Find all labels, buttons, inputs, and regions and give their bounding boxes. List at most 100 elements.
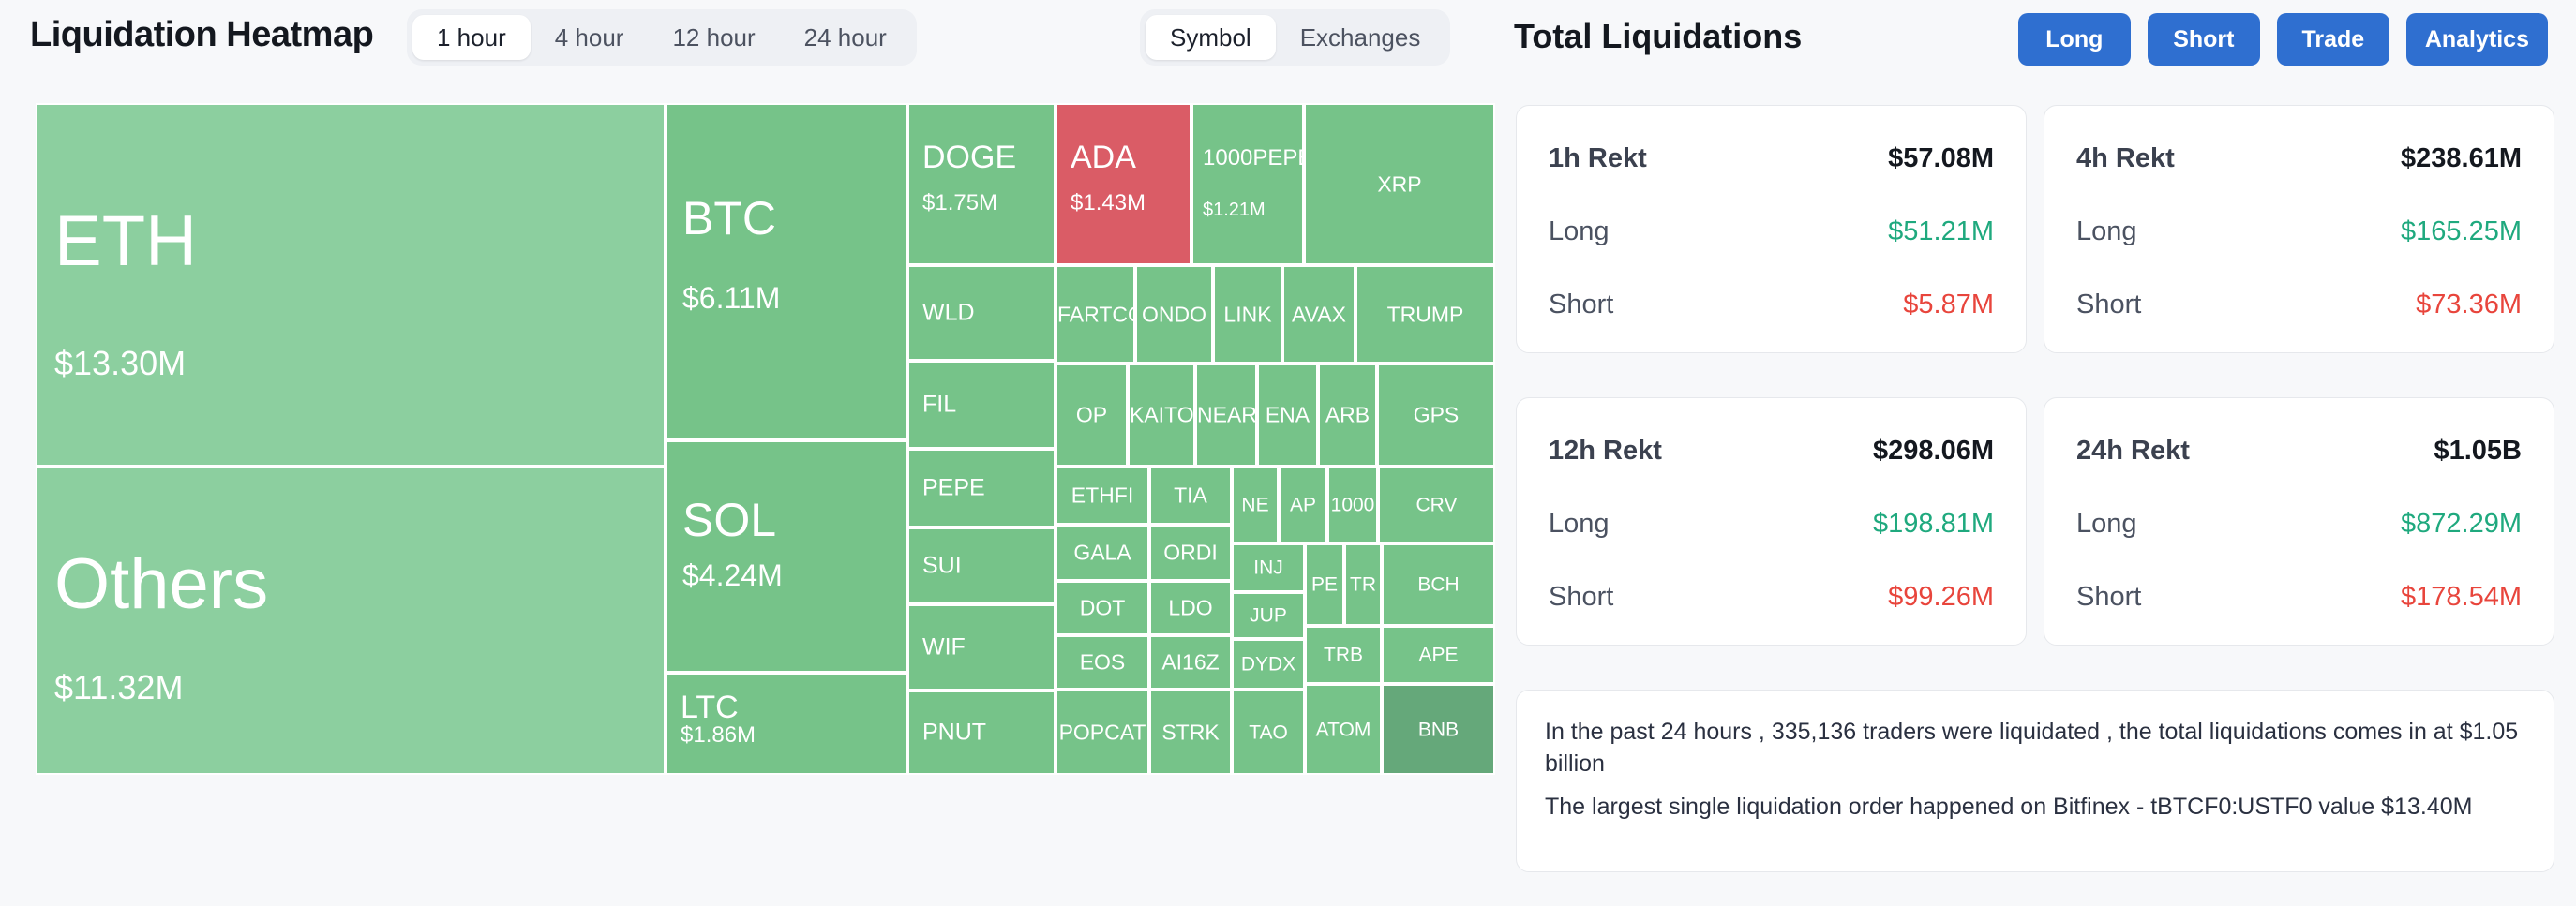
treemap-tile-fil[interactable]: FIL [907, 361, 1056, 449]
tile-symbol: TR [1350, 573, 1376, 596]
treemap-tile-xrp[interactable]: XRP [1304, 103, 1495, 265]
grouping-segmented-control[interactable]: Symbol Exchanges [1140, 9, 1451, 66]
treemap-tile-dydx[interactable]: DYDX [1232, 639, 1305, 690]
trade-button[interactable]: Trade [2276, 13, 2389, 66]
treemap-tile-btc[interactable]: BTC $6.11M [666, 103, 907, 440]
stat-long-label: Long [1549, 509, 1610, 539]
analytics-button[interactable]: Analytics [2405, 13, 2548, 66]
treemap-tile-eos[interactable]: EOS [1056, 635, 1149, 690]
treemap-tile-link[interactable]: LINK [1213, 265, 1282, 364]
treemap-tile-ape[interactable]: APE [1382, 626, 1495, 684]
stat-total-value: $298.06M [1873, 436, 1994, 466]
liquidation-treemap[interactable]: ETH $13.30M Others $11.32M BTC $6.11M SO… [36, 103, 1495, 775]
treemap-tile-near[interactable]: NEAR [1195, 364, 1257, 467]
tile-symbol: BNB [1417, 719, 1460, 740]
timeframe-tab-1-hour[interactable]: 1 hour [412, 15, 531, 60]
treemap-tile-atom[interactable]: ATOM [1305, 684, 1382, 775]
treemap-tile-ada[interactable]: ADA $1.43M [1056, 103, 1191, 265]
stat-total-row: 1h Rekt $57.08M [1549, 143, 1994, 174]
treemap-tile-inj[interactable]: INJ [1232, 543, 1305, 592]
stat-short-label: Short [2076, 290, 2142, 319]
stat-card-1h[interactable]: 1h Rekt $57.08M Long $51.21M Short $5.87… [1516, 105, 2027, 353]
treemap-tile-dot[interactable]: DOT [1056, 581, 1149, 635]
stat-card-24h[interactable]: 24h Rekt $1.05B Long $872.29M Short $178… [2044, 397, 2554, 646]
stat-total-value: $1.05B [2434, 436, 2522, 466]
stat-long-label: Long [2076, 216, 2137, 246]
tile-value: $6.11M [682, 281, 781, 316]
treemap-tile-ltc[interactable]: LTC $1.86M [666, 673, 907, 775]
timeframe-tab-4-hour[interactable]: 4 hour [554, 22, 624, 52]
tile-symbol: TAO [1249, 721, 1288, 743]
treemap-tile-trump[interactable]: TRUMP [1355, 265, 1495, 364]
treemap-tile-ordi[interactable]: ORDI [1149, 525, 1232, 581]
tile-symbol: PE [1310, 573, 1338, 596]
treemap-tile-sui[interactable]: SUI [907, 527, 1056, 604]
treemap-tile-gala[interactable]: GALA [1056, 525, 1149, 581]
treemap-tile-op[interactable]: OP [1056, 364, 1128, 467]
treemap-tile-eth[interactable]: ETH $13.30M [36, 103, 666, 467]
tile-symbol: ARB [1325, 402, 1370, 427]
tile-symbol: LINK [1223, 302, 1272, 326]
treemap-tile-jup[interactable]: JUP [1232, 592, 1305, 639]
treemap-tile-bnb[interactable]: BNB [1382, 684, 1495, 775]
treemap-tile-ai16z[interactable]: AI16Z [1149, 635, 1232, 690]
treemap-tile-avax[interactable]: AVAX [1282, 265, 1355, 364]
tile-symbol: FIL [922, 391, 957, 418]
treemap-tile-trb[interactable]: TRB [1305, 626, 1382, 684]
treemap-tile-wif[interactable]: WIF [907, 604, 1056, 691]
treemap-tile-bch[interactable]: BCH [1382, 543, 1495, 626]
tile-symbol: LDO [1168, 595, 1213, 620]
tile-value: $1.86M [681, 722, 756, 749]
timeframe-segmented-control[interactable]: 1 hour 4 hour 12 hour 24 hour [407, 9, 917, 66]
treemap-tile-sol[interactable]: SOL $4.24M [666, 440, 907, 673]
treemap-tile-ondo[interactable]: ONDO [1135, 265, 1213, 364]
treemap-tile-ap[interactable]: AP [1279, 467, 1327, 543]
tile-symbol: ETH [54, 201, 197, 281]
tile-symbol: XRP [1377, 171, 1422, 196]
treemap-tile-tia[interactable]: TIA [1149, 467, 1232, 525]
treemap-tile-crv[interactable]: CRV [1378, 467, 1495, 543]
treemap-tile-ldo[interactable]: LDO [1149, 581, 1232, 635]
treemap-tile-fartcoin[interactable]: FARTCOIN [1056, 265, 1135, 364]
tile-symbol: DOT [1079, 595, 1126, 620]
treemap-tile-popcat[interactable]: POPCAT [1056, 690, 1149, 775]
stat-short-row: Short $5.87M [1549, 290, 1994, 320]
summary-line-1: In the past 24 hours , 335,136 traders w… [1545, 719, 2519, 777]
stat-card-12h[interactable]: 12h Rekt $298.06M Long $198.81M Short $9… [1516, 397, 2027, 646]
tile-symbol: BCH [1417, 573, 1460, 596]
treemap-tile-gps[interactable]: GPS [1377, 364, 1495, 467]
treemap-tile-tr[interactable]: TR [1344, 543, 1382, 626]
long-button[interactable]: Long [2017, 13, 2131, 66]
stat-title: 12h Rekt [1549, 436, 1662, 466]
treemap-tile-pepe[interactable]: PEPE [907, 449, 1056, 527]
stat-short-label: Short [1549, 290, 1614, 319]
treemap-tile-ne[interactable]: NE [1232, 467, 1279, 543]
treemap-tile-doge[interactable]: DOGE $1.75M [907, 103, 1056, 265]
treemap-tile-others[interactable]: Others $11.32M [36, 467, 666, 775]
timeframe-tab-12-hour[interactable]: 12 hour [672, 22, 756, 52]
tile-symbol: WLD [922, 299, 975, 326]
stat-title: 4h Rekt [2076, 143, 2175, 173]
treemap-tile-1000[interactable]: 1000 [1327, 467, 1378, 543]
treemap-tile-wld[interactable]: WLD [907, 265, 1056, 361]
treemap-tile-strk[interactable]: STRK [1149, 690, 1232, 775]
grouping-tab-symbol[interactable]: Symbol [1146, 15, 1276, 60]
stat-long-value: $872.29M [2401, 509, 2522, 539]
treemap-tile-pe[interactable]: PE [1305, 543, 1344, 626]
short-button[interactable]: Short [2147, 13, 2260, 66]
tile-symbol: NE [1241, 494, 1269, 516]
tile-value: $13.30M [54, 344, 187, 383]
tile-symbol: AP [1289, 494, 1316, 516]
stat-short-value: $5.87M [1903, 290, 1994, 319]
timeframe-tab-24-hour[interactable]: 24 hour [803, 22, 887, 52]
treemap-tile-kaito[interactable]: KAITO [1128, 364, 1195, 467]
treemap-tile-arb[interactable]: ARB [1318, 364, 1377, 467]
treemap-tile-tao[interactable]: TAO [1232, 690, 1305, 775]
grouping-tab-exchanges[interactable]: Exchanges [1299, 22, 1421, 52]
treemap-tile-ethfi[interactable]: ETHFI [1056, 467, 1149, 525]
stat-card-4h[interactable]: 4h Rekt $238.61M Long $165.25M Short $73… [2044, 105, 2554, 353]
treemap-tile-pnut[interactable]: PNUT [907, 691, 1056, 775]
treemap-tile-1000pepe[interactable]: 1000PEPE $1.21M [1191, 103, 1304, 265]
treemap-tile-ena[interactable]: ENA [1257, 364, 1318, 467]
tile-symbol: DYDX [1240, 653, 1296, 676]
